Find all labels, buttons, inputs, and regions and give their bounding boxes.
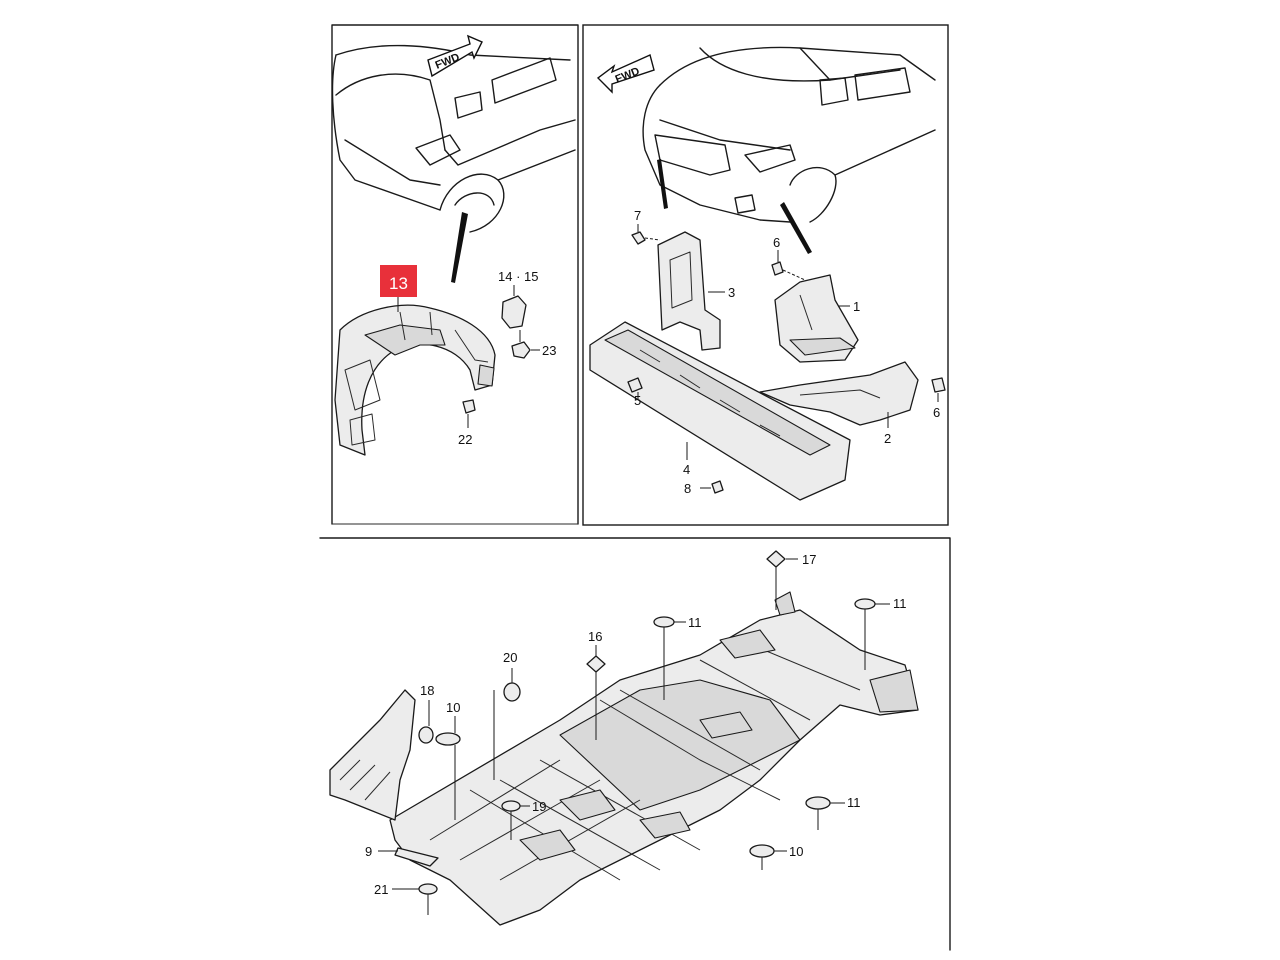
highlight-box-13	[380, 265, 417, 297]
bolt-part-6-lower	[931, 377, 946, 393]
callout-1: 1	[853, 299, 860, 314]
callout-19: 19	[532, 799, 546, 814]
callout-5: 5	[634, 393, 641, 408]
plug-20	[503, 682, 521, 702]
grommet-19	[501, 800, 521, 812]
tag-part-16	[586, 655, 606, 673]
callout-4: 4	[683, 462, 690, 477]
plug-18	[418, 726, 434, 744]
callout-3: 3	[728, 285, 735, 300]
bolt-part-5	[627, 377, 643, 393]
callout-8: 8	[684, 481, 691, 496]
fwd-arrow-front: FWD	[596, 54, 655, 94]
callout-10-upper: 10	[446, 700, 460, 715]
callout-11-right: 11	[893, 596, 907, 611]
callout-16: 16	[588, 629, 602, 644]
grommet-11-top	[653, 616, 675, 628]
callout-2: 2	[884, 431, 891, 446]
undercover-part-2	[759, 361, 919, 426]
callout-10-lower: 10	[789, 844, 803, 859]
grommet-10-upper	[435, 732, 461, 746]
callout-18: 18	[420, 683, 434, 698]
callout-11-lower: 11	[847, 795, 861, 810]
bolt-part-6-upper	[771, 261, 784, 276]
tag-part-17	[766, 550, 786, 568]
grommet-11-lower	[805, 796, 831, 810]
callout-20: 20	[503, 650, 517, 665]
highlight-label-13: 13	[389, 274, 408, 293]
callout-22: 22	[458, 432, 472, 447]
fwd-label-front: FWD	[614, 65, 642, 86]
pointer-arrow-front-left	[657, 159, 668, 209]
clip-part-23	[511, 341, 531, 359]
car-rear-illustration	[331, 44, 576, 233]
panel-front-undercover: FWD	[582, 24, 949, 526]
bolt-part-8	[711, 480, 724, 494]
side-member-part-18	[329, 689, 416, 821]
panel-floor: 17 11 11 16 20 18 10 19 11 9 10 21	[319, 537, 951, 951]
grommet-11-right	[854, 598, 876, 610]
panel-rear-frame	[331, 24, 579, 525]
bolt-part-7	[631, 231, 646, 245]
screw-part-22	[462, 399, 476, 414]
callout-6-upper: 6	[773, 235, 780, 250]
callout-9: 9	[365, 844, 372, 859]
car-front-illustration	[642, 46, 936, 223]
callout-11-top: 11	[688, 615, 702, 630]
seal-part-9	[394, 847, 439, 867]
floor-panel-part	[389, 591, 919, 926]
rear-wheel-liner-part	[334, 304, 496, 456]
callout-23: 23	[542, 343, 556, 358]
callout-21: 21	[374, 882, 388, 897]
clip-part-14-15	[501, 295, 527, 329]
callout-14-15: 14 · 15	[498, 269, 538, 284]
panel-floor-frame	[319, 537, 951, 951]
grommet-10-lower	[749, 844, 775, 858]
floor-leader-lines	[378, 558, 890, 915]
fwd-arrow-rear: FWD	[427, 34, 483, 78]
fwd-label-rear: FWD	[434, 51, 462, 72]
callout-7: 7	[634, 208, 641, 223]
callout-17: 17	[802, 552, 816, 567]
clip-21	[418, 883, 438, 895]
panel-rear-wheel-housing: FWD 13 14 · 15 23 22	[331, 24, 579, 525]
panel-front-frame	[582, 24, 949, 526]
callout-6-lower: 6	[933, 405, 940, 420]
bracket-part-3	[657, 231, 721, 351]
pointer-arrow-rear	[451, 212, 468, 283]
pointer-arrow-front-right	[780, 202, 812, 254]
